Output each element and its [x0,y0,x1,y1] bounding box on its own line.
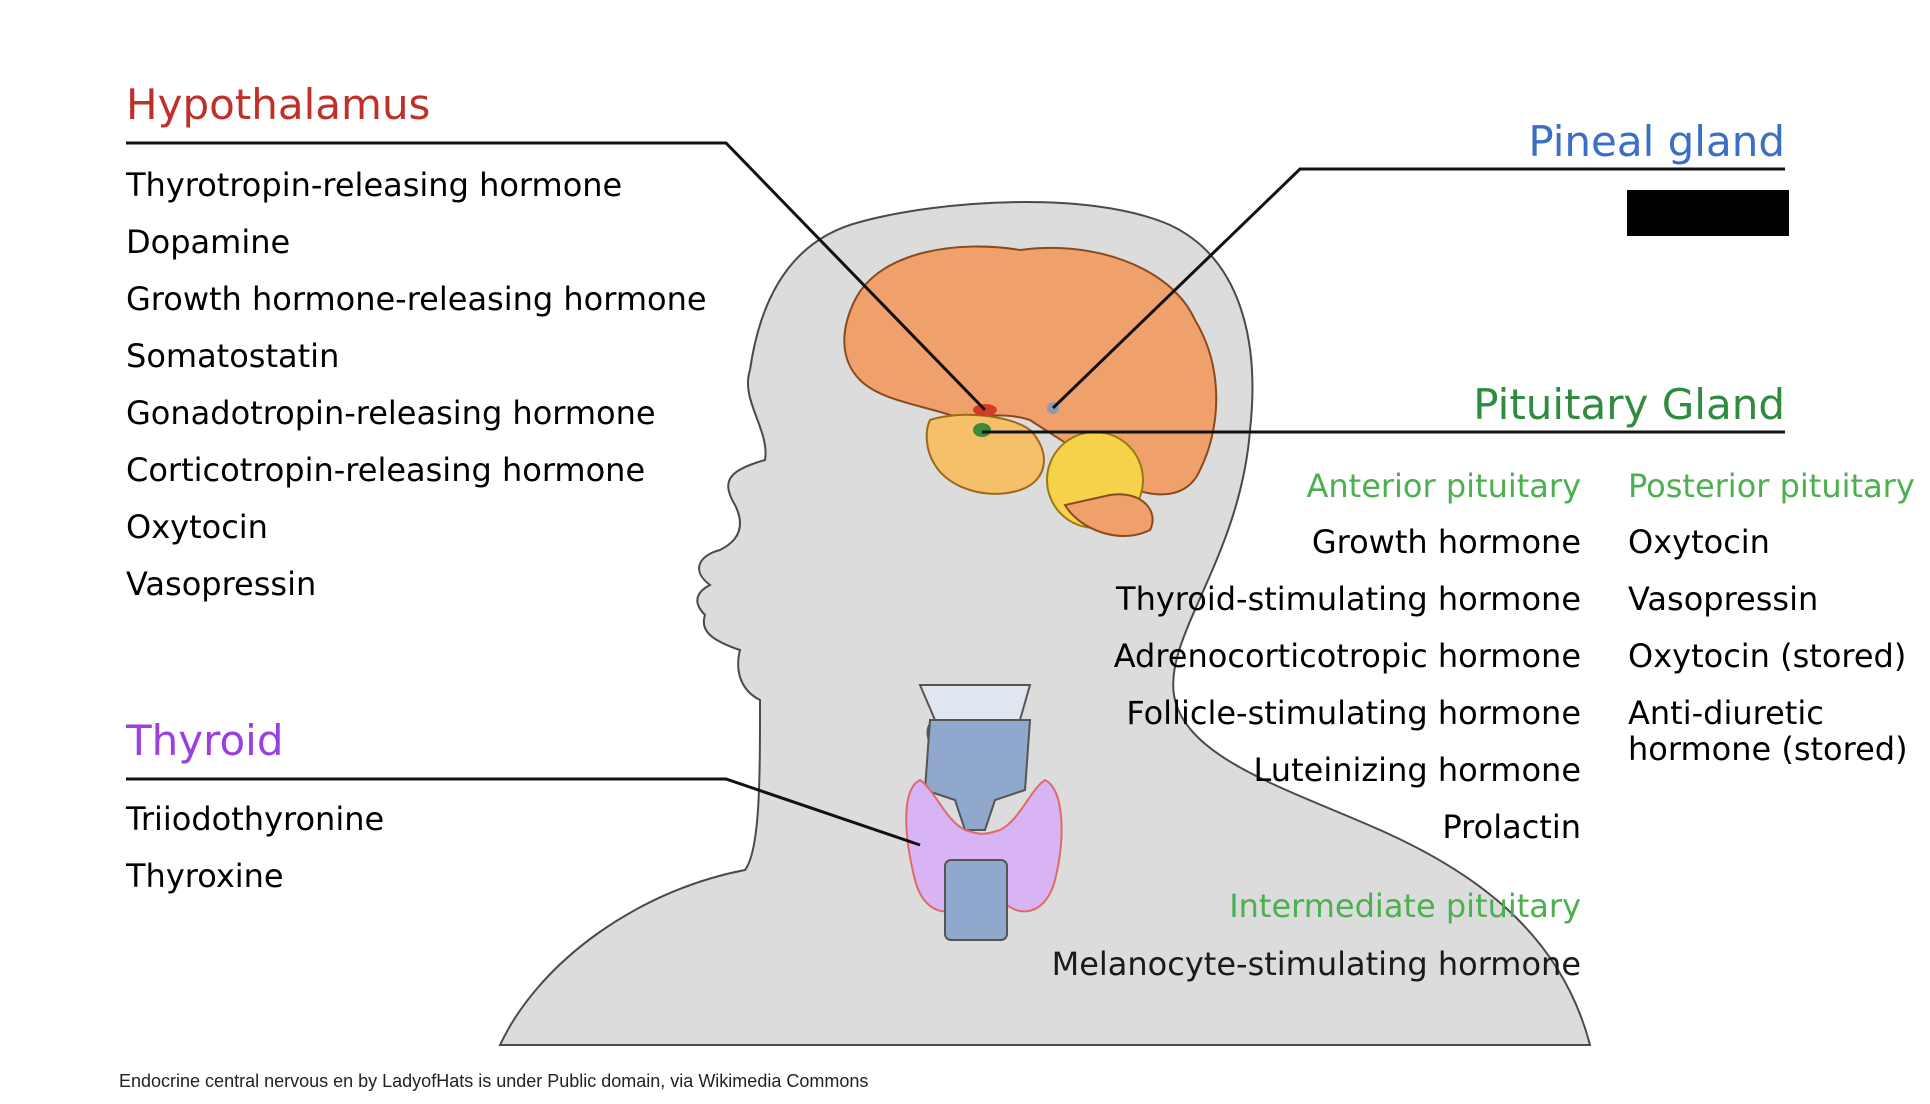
list-item: Follicle-stimulating hormone [1126,694,1581,732]
redaction-box [1627,190,1789,236]
intermediate-pituitary-title: Intermediate pituitary [1229,887,1581,925]
list-item: Oxytocin (stored) [1628,637,1907,675]
hypothalamus-leader [126,141,987,412]
image-credit-caption: Endocrine central nervous en by LadyofHa… [119,1071,869,1091]
pineal-leader [1051,167,1785,410]
list-item: Gonadotropin-releasing hormone [126,394,656,432]
list-item: Thyroid-stimulating hormone [1116,580,1581,618]
head-silhouette [498,201,1592,1046]
posterior-pituitary-title: Posterior pituitary [1628,467,1915,505]
list-item: Somatostatin [126,337,340,375]
list-item: Luteinizing hormone [1253,751,1581,789]
list-item: Thyroxine [126,857,284,895]
thyroid-hormone-list: Triiodothyronine Thyroxine [126,791,384,905]
brainstem [1063,493,1154,537]
list-item: Oxytocin [1628,523,1770,561]
list-item: Thyrotropin-releasing hormone [126,166,623,204]
trachea [944,859,1008,941]
list-item: Vasopressin [1628,580,1819,618]
thyroid-cartilage [923,719,1032,831]
list-item: Adrenocorticotropic hormone [1113,637,1581,675]
list-item: Vasopressin [126,565,317,603]
posterior-hormone-list: Oxytocin Vasopressin Oxytocin (stored) A… [1628,514,1908,767]
pituitary-marker [973,423,991,437]
list-item: Growth hormone-releasing hormone [126,280,707,318]
hypothalamus-title: Hypothalamus [126,80,431,129]
thyroid-title: Thyroid [126,716,284,765]
intermediate-hormone: Melanocyte-stimulating hormone [1051,945,1581,983]
anterior-pituitary-title: Anterior pituitary [1306,467,1581,505]
temporal-lobe [925,413,1045,495]
list-item: Corticotropin-releasing hormone [126,451,646,489]
pituitary-title: Pituitary Gland [1473,380,1785,429]
list-item: Dopamine [126,223,291,261]
thyroid-leader [126,777,921,847]
list-item: Triiodothyronine [126,800,385,838]
hypothalamus-hormone-list: Thyrotropin-releasing hormone Dopamine G… [126,157,707,613]
anterior-hormone-list: Growth hormone Thyroid-stimulating hormo… [1114,514,1581,856]
pineal-title: Pineal gland [1528,117,1785,166]
list-item: hormone (stored) [1628,730,1908,768]
list-item: Oxytocin [126,508,268,546]
list-item: Growth hormone [1311,523,1581,561]
list-item: Prolactin [1442,808,1581,846]
list-item: Anti-diuretic [1628,694,1824,732]
